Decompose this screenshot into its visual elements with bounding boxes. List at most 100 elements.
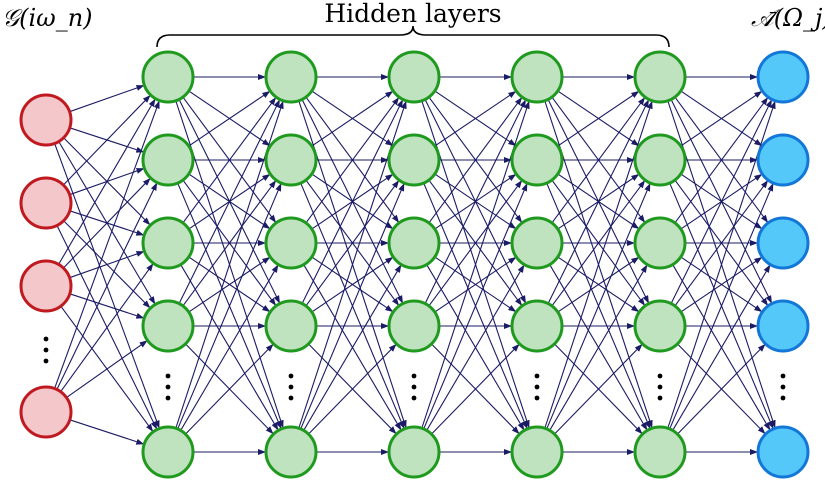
hidden-layer-5-node-1	[633, 50, 687, 104]
edge-l5-n3-to-n0	[670, 99, 772, 304]
output-node-2	[756, 133, 810, 187]
ellipsis-dot-layer-0-2	[43, 347, 49, 353]
hidden-layer-2-node-5	[264, 425, 318, 479]
hidden-layer-3-node-5	[387, 425, 441, 479]
ellipsis-dot-layer-2-2	[288, 384, 294, 390]
edge-l5-n4-to-n1	[669, 183, 774, 430]
ellipsis-dot-layer-3-2	[411, 384, 417, 390]
edge-l0-n2-to-n1	[62, 177, 151, 269]
input-node-4	[19, 385, 73, 439]
edge-l3-n3-to-n0	[424, 99, 526, 304]
edge-l0-n3-to-n2	[60, 263, 154, 393]
edge-l5-n4-to-n3	[677, 343, 766, 435]
hidden-layer-1-node-5	[141, 425, 195, 479]
edge-l3-n3-to-n1	[428, 180, 523, 307]
edge-l2-n2-to-n0	[305, 97, 400, 224]
hidden-layer-3-node-4	[387, 299, 441, 353]
ellipsis-dot-layer-4-3	[534, 395, 540, 401]
edge-l0-n0-to-n0	[69, 85, 145, 113]
edge-l0-n3-to-n0	[54, 100, 160, 389]
edge-l2-n4-to-n3	[308, 343, 397, 435]
edge-l4-n3-to-n0	[547, 99, 649, 304]
edge-l3-n1-to-n0	[434, 90, 517, 147]
hidden-layer-3-node-2	[387, 133, 441, 187]
edge-l2-n3-to-n0	[301, 99, 403, 304]
edge-l4-n1-to-n0	[557, 90, 640, 147]
edge-l5-n2-to-n0	[674, 97, 769, 224]
input-node-2	[19, 176, 73, 230]
edge-l4-n3-to-n1	[551, 180, 646, 307]
output-layer-label: 𝒜̄(Ω_j)	[751, 4, 825, 32]
edge-l2-n4-to-n1	[300, 183, 405, 430]
edge-l2-n3-to-n2	[311, 256, 394, 313]
hidden-layer-5-node-4	[633, 299, 687, 353]
edge-l5-n3-to-n1	[674, 180, 769, 307]
edge-l0-n2-to-n3	[69, 293, 145, 319]
output-node-1	[756, 50, 810, 104]
ellipsis-dot-layer-2-3	[288, 395, 294, 401]
edge-l3-n2-to-n0	[428, 97, 523, 224]
hidden-layers-brace	[156, 25, 670, 48]
edge-l4-n4-to-n2	[549, 264, 648, 431]
edge-l0-n2-to-n2	[69, 251, 145, 279]
hidden-layer-4-node-3	[510, 216, 564, 270]
edge-l3-n4-to-n2	[426, 264, 525, 431]
edge-l2-n3-to-n1	[305, 180, 400, 307]
hidden-layer-3-node-1	[387, 50, 441, 104]
edge-l4-n4-to-n3	[554, 343, 643, 435]
ellipsis-dot-layer-5-3	[657, 395, 663, 401]
edge-l1-n4-to-n2	[180, 264, 279, 431]
edge-l1-n3-to-n0	[178, 99, 280, 304]
edge-l3-n4-to-n1	[423, 183, 528, 430]
hidden-layer-4-node-1	[510, 50, 564, 104]
ellipsis-dot-layer-4-2	[534, 384, 540, 390]
hidden-layer-4-node-2	[510, 133, 564, 187]
hidden-layer-2-node-2	[264, 133, 318, 187]
ellipsis-dot-layer-6-2	[780, 384, 786, 390]
edge-l0-n3-to-n4	[69, 419, 145, 445]
edge-l1-n4-to-n1	[177, 183, 282, 430]
edge-l5-n4-to-n2	[672, 264, 771, 431]
output-node-3	[756, 216, 810, 270]
hidden-layer-5-node-2	[633, 133, 687, 187]
edge-l1-n1-to-n0	[188, 90, 271, 147]
edge-l1-n2-to-n0	[182, 97, 277, 224]
ellipsis-dot-layer-1-1	[165, 373, 171, 379]
input-node-1	[19, 93, 73, 147]
edge-l0-n1-to-n0	[62, 94, 151, 186]
edge-l5-n3-to-n2	[680, 256, 763, 313]
edge-l0-n3-to-n3	[66, 340, 148, 399]
ellipsis-dot-layer-3-3	[411, 395, 417, 401]
hidden-layer-1-node-3	[141, 216, 195, 270]
ellipsis-dot-layer-6-1	[780, 373, 786, 379]
hidden-layer-4-node-5	[510, 425, 564, 479]
edge-l1-n3-to-n1	[182, 180, 277, 307]
edge-l1-n3-to-n2	[188, 256, 271, 313]
output-node-5	[756, 425, 810, 479]
edge-l3-n3-to-n2	[434, 256, 517, 313]
edge-l3-n4-to-n3	[431, 343, 520, 435]
hidden-layer-2-node-3	[264, 216, 318, 270]
ellipsis-dot-layer-5-1	[657, 373, 663, 379]
hidden-layer-1-node-4	[141, 299, 195, 353]
input-layer-label: 𝒢(iω_n)	[2, 4, 93, 32]
ellipsis-dot-layer-5-2	[657, 384, 663, 390]
edge-l4-n2-to-n0	[551, 97, 646, 224]
ellipsis-dot-layer-0-1	[43, 336, 49, 342]
hidden-layers-label: Hidden layers	[324, 0, 501, 28]
network-nodes	[19, 50, 810, 479]
input-node-3	[19, 259, 73, 313]
edge-l1-n4-to-n3	[185, 343, 274, 435]
ellipsis-dot-layer-6-3	[780, 395, 786, 401]
output-node-4	[756, 299, 810, 353]
hidden-layer-2-node-1	[264, 50, 318, 104]
hidden-layer-3-node-3	[387, 216, 441, 270]
ellipsis-dot-layer-4-1	[534, 373, 540, 379]
hidden-layer-5-node-3	[633, 216, 687, 270]
hidden-layer-1-node-1	[141, 50, 195, 104]
ellipsis-dot-layer-1-3	[165, 395, 171, 401]
edge-l2-n1-to-n0	[311, 90, 394, 147]
hidden-layer-5-node-5	[633, 425, 687, 479]
edge-l4-n3-to-n2	[557, 256, 640, 313]
